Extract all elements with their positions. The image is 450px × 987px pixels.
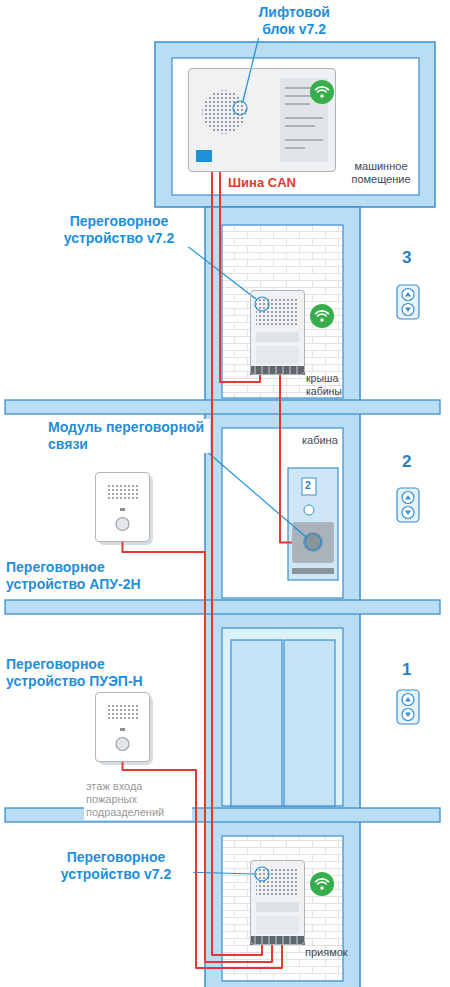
- floor-slabs: [5, 400, 440, 822]
- bus-label: Шина CAN: [228, 175, 296, 191]
- cabin-panel: [288, 468, 338, 580]
- callout-label: Лифтовой блок v7.2: [253, 4, 335, 38]
- room-label: приямок: [305, 946, 345, 959]
- floor-number: 1: [402, 660, 411, 680]
- callout-label: Модуль переговорной связи: [46, 419, 210, 453]
- call-buttons: [397, 285, 419, 724]
- device-box: Переговорное устройство ПУЭП-Н: [95, 692, 150, 762]
- device-box: Модуль переговорной связи: [292, 522, 334, 563]
- lift-block-device: [188, 68, 336, 172]
- callout-label: Переговорное устройство АПУ-2Н: [4, 559, 149, 593]
- device-box: Переговорное устройство v7.2: [250, 860, 305, 945]
- can-bus-wire: [280, 375, 292, 543]
- can-bus-wire: [220, 172, 260, 382]
- callout-label: Переговорное устройство v7.2: [39, 849, 193, 883]
- room-label: машинное помещение: [345, 160, 417, 186]
- device-box: Лифтовой блок v7.2: [188, 68, 336, 172]
- device-box: Переговорное устройство АПУ-2Н: [95, 472, 150, 542]
- intercom-devices: [95, 472, 153, 765]
- shaft: [205, 207, 360, 987]
- talk-unit-devices: [250, 290, 305, 945]
- device-box: Переговорное устройство v7.2: [250, 290, 305, 375]
- callout-label: Переговорное устройство v7.2: [40, 213, 199, 247]
- floor-note: этаж входа пожарных подразделений: [84, 780, 192, 820]
- room-label: крыша кабины: [306, 372, 344, 397]
- floor-number: 2: [402, 452, 411, 472]
- room-label: кабина: [302, 434, 338, 447]
- floor-number: 3: [402, 248, 411, 268]
- callout-label: Переговорное устройство ПУЭП-Н: [4, 656, 149, 690]
- panel-display: 2: [305, 479, 311, 492]
- machine-room: [155, 42, 435, 207]
